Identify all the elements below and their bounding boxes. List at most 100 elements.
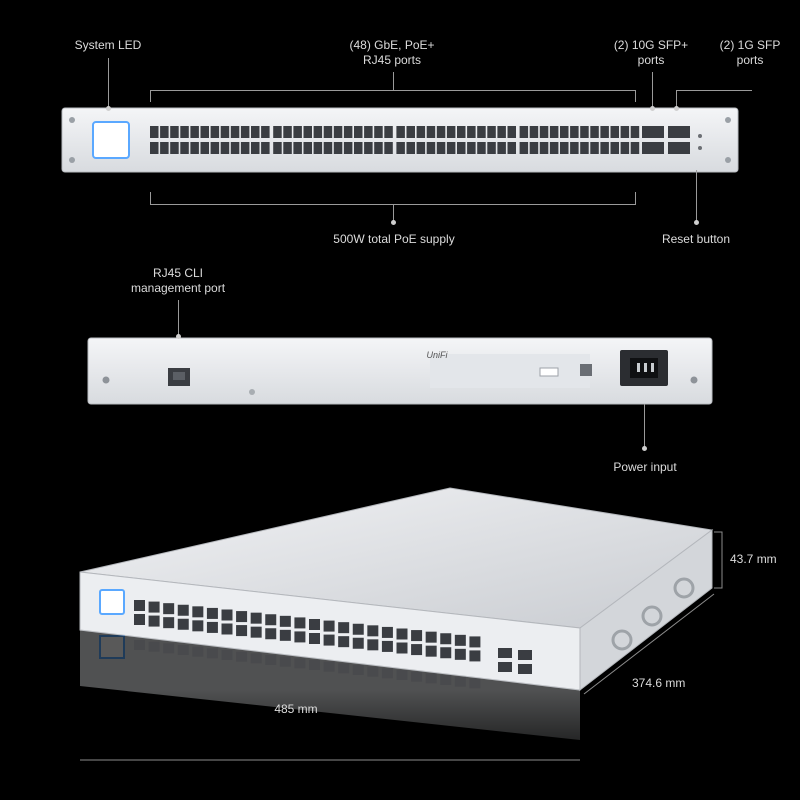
rj45-port xyxy=(426,142,436,154)
rj45-port xyxy=(313,142,323,154)
rj45-port-reflection xyxy=(279,656,291,667)
rear-switch-body xyxy=(87,337,713,405)
rj45-port xyxy=(354,142,363,154)
rj45-port xyxy=(580,126,589,138)
rj45-port xyxy=(600,126,609,138)
ports-label: (48) GbE, PoE+ RJ45 ports xyxy=(332,38,452,68)
rj45-port xyxy=(293,142,302,154)
rj45-port xyxy=(600,142,609,154)
rj45-port xyxy=(313,126,323,138)
front-port-grid xyxy=(150,126,640,154)
rj45-port xyxy=(630,126,640,138)
rj45-port xyxy=(374,126,383,138)
rj45-port-reflection xyxy=(381,668,393,679)
rj45-port xyxy=(338,636,350,648)
rj45-port xyxy=(352,637,364,649)
rj45-port-reflection xyxy=(250,653,262,664)
rj45-port xyxy=(338,622,350,634)
rj45-port xyxy=(416,142,426,154)
rj45-port xyxy=(333,142,343,154)
reset-dot xyxy=(694,220,699,225)
reset-leader xyxy=(696,170,697,222)
rj45-port-reflection xyxy=(265,655,277,665)
rj45-port xyxy=(580,142,589,154)
sfp-dot xyxy=(674,106,679,111)
poe-bracket-stem xyxy=(393,204,394,222)
rj45-port xyxy=(570,142,579,154)
perspective-port-grid xyxy=(134,600,532,674)
rj45-port xyxy=(529,142,539,154)
sfp-port xyxy=(518,650,532,660)
rj45-port xyxy=(221,623,233,635)
rj45-port xyxy=(477,126,486,138)
rj45-port xyxy=(177,604,189,616)
rj45-port xyxy=(160,142,169,154)
width-dimension: 485 mm xyxy=(274,702,318,716)
poe-dot xyxy=(391,220,396,225)
rj45-port xyxy=(487,142,496,154)
rj45-port xyxy=(206,621,218,633)
rj45-port-reflection xyxy=(192,646,204,657)
rj45-port xyxy=(283,142,292,154)
rj45-port xyxy=(192,606,204,618)
rj45-port xyxy=(381,640,393,652)
front-switch-body xyxy=(61,107,739,173)
rj45-port xyxy=(323,634,335,646)
rj45-port-reflection xyxy=(177,645,189,655)
poe-bracket-right xyxy=(635,192,636,204)
rj45-port xyxy=(200,142,209,154)
rj45-port xyxy=(457,142,466,154)
rj45-port xyxy=(265,614,277,626)
power-input-label: Power input xyxy=(613,460,677,474)
rj45-port xyxy=(230,142,240,154)
system-led-leader xyxy=(108,58,109,108)
rj45-port xyxy=(425,645,437,657)
rj45-port xyxy=(323,620,335,632)
sfp-port xyxy=(498,662,512,672)
rj45-port xyxy=(163,603,175,615)
rj45-port-reflection xyxy=(396,670,408,680)
ports-label-line1: (48) GbE, PoE+ xyxy=(349,38,435,52)
rj45-port xyxy=(497,142,506,154)
rj45-port xyxy=(134,600,145,611)
rj45-port xyxy=(343,126,353,138)
rj45-port xyxy=(469,650,481,662)
power-dot xyxy=(642,446,647,451)
rj45-port xyxy=(177,618,189,630)
rj45-port xyxy=(240,126,250,138)
rj45-port xyxy=(436,142,446,154)
rj45-port xyxy=(148,601,160,613)
rj45-port xyxy=(236,611,248,623)
rj45-port-reflection xyxy=(163,643,175,654)
rj45-port xyxy=(354,126,363,138)
rj45-port xyxy=(426,126,436,138)
sfp-port xyxy=(518,664,532,674)
rj45-port xyxy=(293,126,302,138)
sfp-port xyxy=(498,648,512,658)
rj45-port xyxy=(487,126,496,138)
rj45-port xyxy=(364,142,373,154)
rj45-port xyxy=(406,126,415,138)
rj45-port-reflection xyxy=(440,675,452,685)
rj45-port xyxy=(261,126,270,138)
rj45-port xyxy=(620,126,630,138)
dimension-lines xyxy=(80,531,723,761)
rj45-port-reflection xyxy=(469,678,481,689)
sfp-plus-dot xyxy=(650,106,655,111)
rj45-port xyxy=(610,142,619,154)
rj45-port xyxy=(294,617,306,629)
rj45-port xyxy=(384,142,393,154)
rj45-port xyxy=(273,142,282,154)
sfp-label-line2: ports xyxy=(736,53,764,67)
rj45-port-reflection xyxy=(338,663,350,674)
rear-brand: UniFi xyxy=(426,350,448,360)
rj45-port xyxy=(467,142,476,154)
sfp-plus-label-line2: ports xyxy=(637,53,665,67)
sfp-label-line1: (2) 1G SFP xyxy=(719,38,781,52)
sfp-block xyxy=(642,126,702,154)
rj45-port xyxy=(160,126,169,138)
rj45-port-reflection xyxy=(367,666,379,677)
rj45-port xyxy=(261,142,270,154)
rj45-port-reflection xyxy=(206,648,218,659)
